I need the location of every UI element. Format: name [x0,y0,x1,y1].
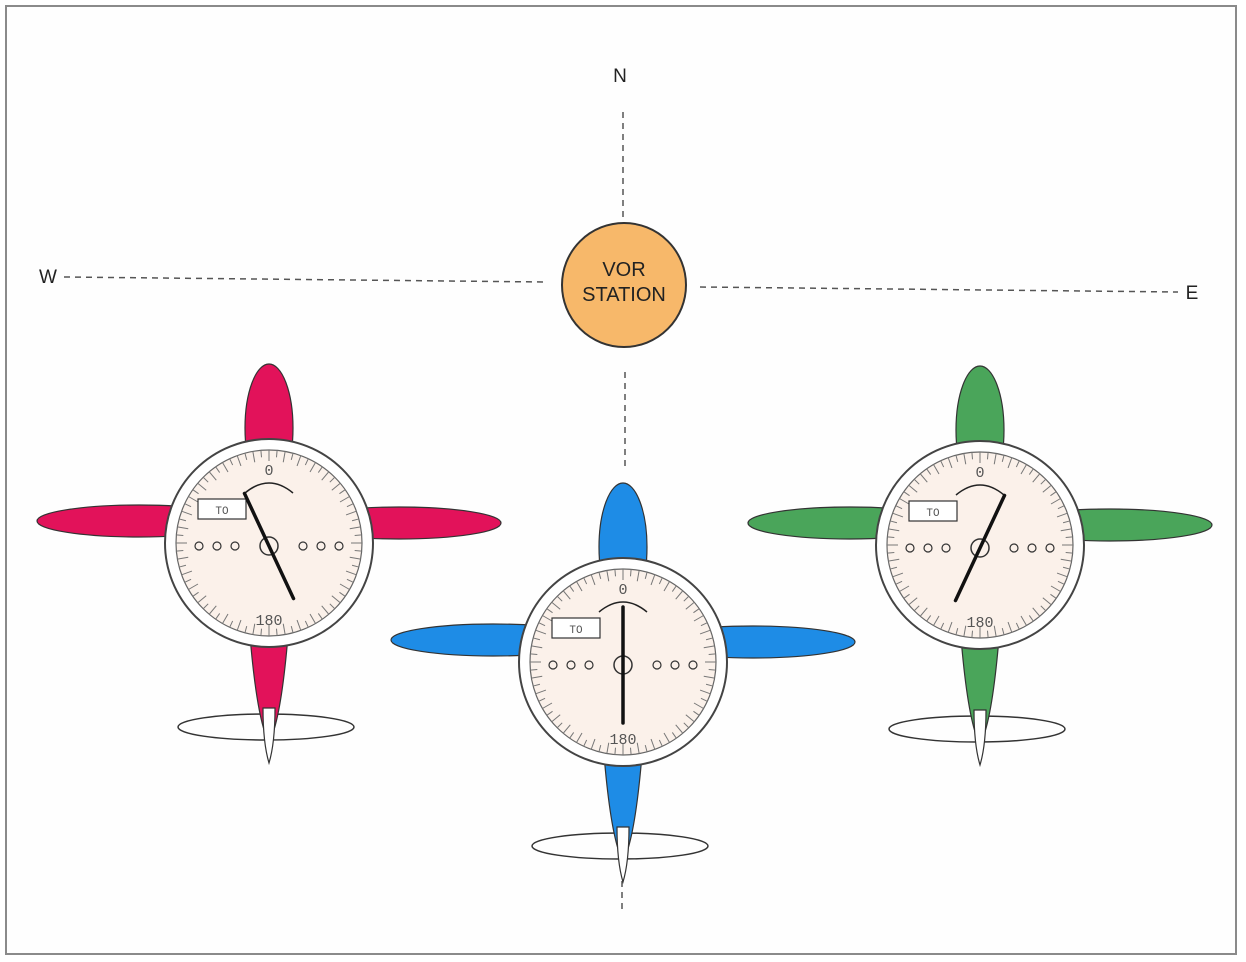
dial-ticks [176,450,362,636]
east-radial [699,286,1179,293]
to-from-flag [908,500,958,522]
vor-station-line1: VOR [602,259,645,281]
dial-ticks [887,452,1073,638]
deviation-dots [905,543,1055,553]
cdi-needle [242,491,296,601]
center-circle [259,536,279,556]
center-circle [970,538,990,558]
vor-station-circle [561,222,687,348]
to-from-flag-label: TO [569,625,583,637]
aircraft-blue: 0 180 TO [390,482,856,885]
course-mark-top: 0 [264,463,273,480]
aircraft-red: 0 180 TO [36,363,502,766]
vor-station-line2: STATION [582,284,666,306]
index-arc [244,482,294,494]
west-label: W [39,267,57,288]
north-label: N [613,66,627,87]
cdi-needle [953,493,1007,603]
vor-station: VOR STATION [561,222,687,348]
spinner [616,826,630,885]
west-radial [63,276,546,283]
spinner [262,707,276,766]
east-label: E [1186,283,1199,304]
course-mark-top: 0 [975,465,984,482]
to-from-flag [197,498,247,520]
deviation-dots [194,541,344,551]
course-mark-bottom: 180 [255,613,282,630]
index-arc [955,484,1005,496]
course-mark-bottom: 180 [966,615,993,632]
course-mark-bottom: 180 [609,732,636,749]
index-arc [598,601,648,613]
to-from-flag-label: TO [926,508,940,520]
to-from-flag-label: TO [215,506,229,518]
to-from-flag [551,617,601,639]
dial-ticks [530,569,716,755]
course-mark-top: 0 [618,582,627,599]
spinner [973,709,987,768]
deviation-dots [548,660,698,670]
aircraft-green: 0 180 TO [747,365,1213,768]
